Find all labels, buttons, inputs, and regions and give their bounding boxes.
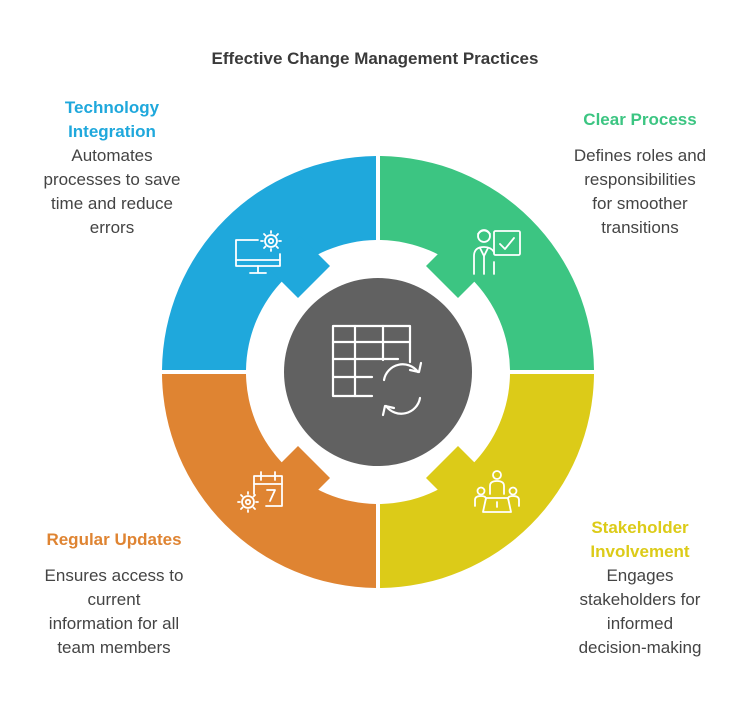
updates-title: Regular Updates bbox=[14, 528, 214, 552]
description-line: time and reduce bbox=[51, 194, 173, 213]
clear-process-block: Clear Process Defines roles and responsi… bbox=[540, 108, 740, 240]
description-line: decision-making bbox=[578, 638, 702, 657]
technology-title-line: Integration bbox=[68, 122, 156, 141]
stakeholder-title-line: Stakeholder bbox=[591, 518, 689, 537]
technology-title: Technology Integration bbox=[12, 96, 212, 144]
description-line: for smoother bbox=[592, 194, 688, 213]
meeting-table-icon bbox=[474, 470, 520, 513]
presenter-check-icon bbox=[473, 229, 521, 275]
updates-block: Regular Updates Ensures access to curren… bbox=[14, 528, 214, 660]
technology-title-line: Technology bbox=[64, 98, 160, 117]
technology-description: Automates processes to save time and red… bbox=[12, 144, 212, 240]
clear-process-title: Clear Process bbox=[540, 108, 740, 132]
description-line: responsibilities bbox=[584, 170, 696, 189]
description-line: processes to save bbox=[43, 170, 181, 189]
segment-clear-process bbox=[380, 156, 594, 370]
description-line: team members bbox=[57, 638, 171, 657]
segment-updates bbox=[162, 374, 376, 588]
segment-technology bbox=[162, 156, 376, 370]
connector-clear-process bbox=[426, 236, 488, 298]
connector-technology bbox=[268, 236, 330, 298]
center-hub bbox=[284, 278, 472, 466]
description-line: informed bbox=[606, 614, 674, 633]
description-line: Defines roles and bbox=[573, 146, 707, 165]
clear-process-description: Defines roles and responsibilities for s… bbox=[540, 144, 740, 240]
calendar-gear-icon bbox=[237, 471, 283, 513]
description-line: Engages bbox=[606, 566, 674, 585]
description-line: errors bbox=[89, 218, 135, 237]
description-line: Automates bbox=[71, 146, 153, 165]
updates-description: Ensures access to current information fo… bbox=[14, 564, 214, 660]
spreadsheet-sync-icon bbox=[331, 324, 423, 417]
description-line: stakeholders for bbox=[579, 590, 701, 609]
connector-updates bbox=[268, 446, 330, 508]
stakeholder-description: Engages stakeholders for informed decisi… bbox=[540, 564, 740, 660]
segment-stakeholder bbox=[380, 374, 594, 588]
clear-process-title-line: Clear Process bbox=[583, 110, 697, 129]
updates-title-line: Regular Updates bbox=[46, 530, 182, 549]
stakeholder-title: Stakeholder Involvement bbox=[540, 516, 740, 564]
diagram-title: Effective Change Management Practices bbox=[211, 49, 539, 68]
connector-stakeholder bbox=[426, 446, 488, 508]
description-line: current bbox=[87, 590, 141, 609]
stakeholder-block: Stakeholder Involvement Engages stakehol… bbox=[540, 516, 740, 660]
description-line: transitions bbox=[601, 218, 679, 237]
stakeholder-title-line: Involvement bbox=[590, 542, 690, 561]
monitor-gear-icon bbox=[235, 230, 282, 274]
description-line: information for all bbox=[48, 614, 180, 633]
technology-block: Technology Integration Automates process… bbox=[12, 96, 212, 240]
description-line: Ensures access to bbox=[44, 566, 184, 585]
